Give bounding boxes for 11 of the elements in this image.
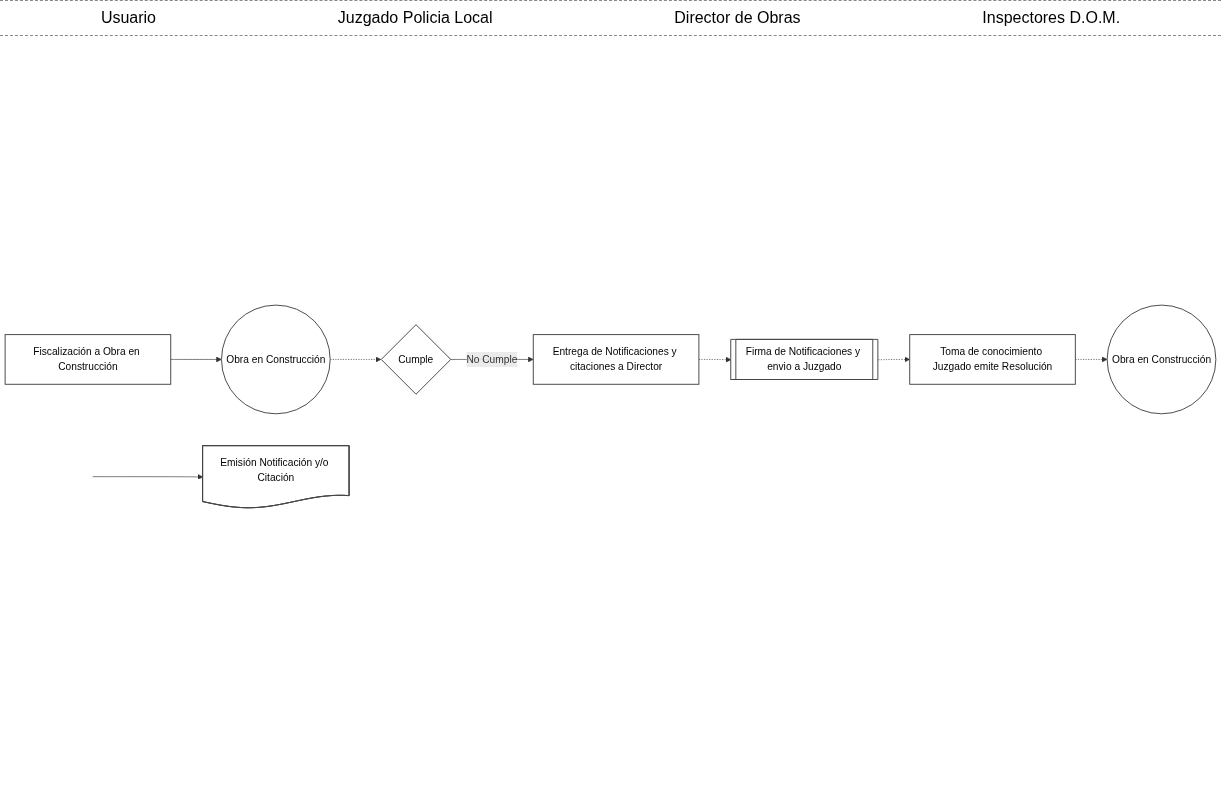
lane-header: Inspectores D.O.M. xyxy=(982,9,1121,27)
edge-label: No Cumple xyxy=(466,353,518,365)
lane-header: Juzgado Policia Local xyxy=(337,9,493,27)
node-circle: Obra en Construcción xyxy=(221,304,331,414)
node-box: Entrega de Notificaciones y citaciones a Director xyxy=(532,333,700,385)
node-box: Toma de conocimiento Juzgado emite Resolución xyxy=(909,333,1076,385)
node-circle: Obra en Construcción xyxy=(1106,304,1217,414)
node-diamond: Cumple xyxy=(380,323,452,395)
lane-header: Director de Obras xyxy=(674,9,801,27)
lane-header: Usuario xyxy=(100,9,156,27)
node-box: Fiscalización a Obra en Construcción xyxy=(4,333,172,385)
